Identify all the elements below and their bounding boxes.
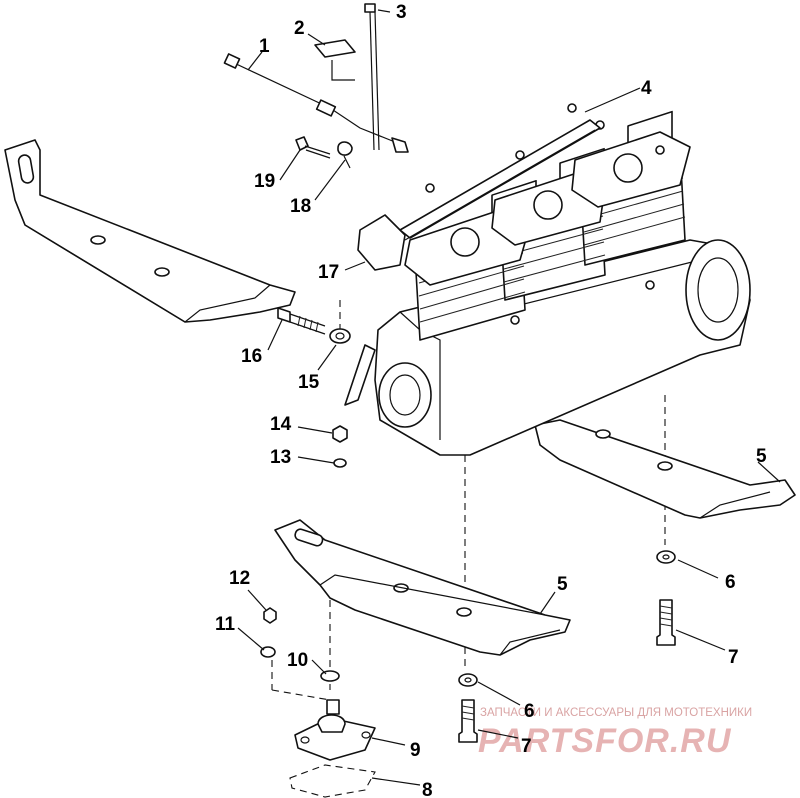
callout-9: 9 xyxy=(410,740,421,761)
hose xyxy=(344,344,376,406)
long-bolt xyxy=(364,3,380,151)
callout-labels: 1 2 3 4 5 5 6 6 7 7 8 9 10 11 12 13 14 1… xyxy=(215,2,767,798)
callout-11: 11 xyxy=(215,614,236,635)
callout-5-right: 5 xyxy=(756,446,767,467)
callout-8: 8 xyxy=(422,780,433,798)
lower-washer-bolt xyxy=(458,673,478,743)
callout-15: 15 xyxy=(298,372,320,393)
right-mount-bracket xyxy=(534,419,796,519)
callout-1: 1 xyxy=(259,36,270,57)
callout-3: 3 xyxy=(396,2,407,23)
ground-wire xyxy=(223,53,409,153)
leader-lines xyxy=(237,9,781,786)
callout-16: 16 xyxy=(241,346,262,367)
callout-13: 13 xyxy=(270,447,291,468)
left-mount-bracket xyxy=(4,139,296,323)
callout-14: 14 xyxy=(270,414,292,435)
callout-12: 12 xyxy=(229,568,250,589)
small-bolt-and-terminal xyxy=(295,136,353,169)
callout-5-lower: 5 xyxy=(557,574,568,595)
watermark-logo: PARTSFOR.RU xyxy=(478,722,732,760)
callout-6-lower: 6 xyxy=(524,701,535,722)
callout-7-lower: 7 xyxy=(521,736,532,757)
cover-strip xyxy=(399,119,601,241)
right-washer-bolt xyxy=(656,550,676,646)
callout-2: 2 xyxy=(294,18,305,39)
decal xyxy=(314,39,356,81)
mount-washers-nuts xyxy=(260,607,340,682)
rubber-mount xyxy=(294,699,376,761)
lower-mount-bracket xyxy=(274,519,571,656)
callout-18: 18 xyxy=(290,196,311,217)
engine-assembly xyxy=(357,103,751,456)
watermark-tagline: ЗАПЧАСТИ И АКСЕССУАРЫ ДЛЯ МОТОТЕХНИКИ xyxy=(480,707,752,719)
callout-4: 4 xyxy=(641,78,652,99)
stud-and-washer xyxy=(277,307,351,344)
callout-17: 17 xyxy=(318,262,339,283)
watermark: ЗАПЧАСТИ И АКСЕССУАРЫ ДЛЯ МОТОТЕХНИКИ PA… xyxy=(478,707,752,760)
callout-6-right: 6 xyxy=(725,572,736,593)
mount-gasket xyxy=(289,764,376,798)
callout-19: 19 xyxy=(254,171,275,192)
callout-10: 10 xyxy=(287,650,308,671)
nut-and-washer xyxy=(332,425,348,468)
callout-7-right: 7 xyxy=(728,647,739,668)
